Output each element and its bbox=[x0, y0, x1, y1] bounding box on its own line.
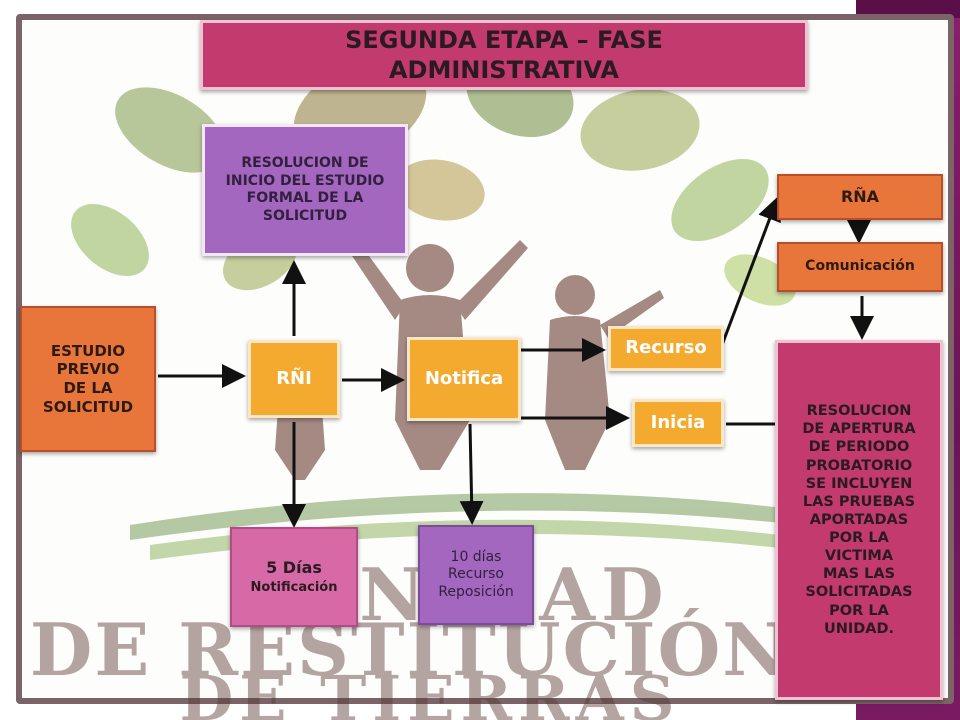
node-notifica: Notifica bbox=[407, 337, 521, 421]
node-rna: RÑA bbox=[777, 174, 943, 220]
node-resolucion-inicio: RESOLUCION DE INICIO DEL ESTUDIO FORMAL … bbox=[202, 124, 408, 256]
logo-text-line2: DE RESTITUCIÓN bbox=[30, 607, 790, 692]
arrow-notifica-to-10dias bbox=[459, 423, 484, 525]
cinco-dias-sublabel: Notificación bbox=[250, 579, 338, 595]
arrow-recurso-to-rna bbox=[720, 196, 781, 346]
node-estudio-previo: ESTUDIO PREVIO DE LA SOLICITUD bbox=[20, 306, 156, 452]
node-rni: RÑI bbox=[248, 340, 340, 418]
node-recurso: Recurso bbox=[608, 326, 724, 371]
side-strip-cap bbox=[856, 0, 960, 18]
node-inicia: Inicia bbox=[632, 399, 724, 447]
node-cinco-dias: 5 Días Notificación bbox=[230, 527, 358, 627]
cinco-dias-label: 5 Días bbox=[266, 557, 322, 577]
logo-text-line3: DE TIERRAS bbox=[180, 662, 681, 720]
node-resolucion-apertura: RESOLUCION DE APERTURA DE PERIODO PROBAT… bbox=[775, 340, 943, 700]
node-diez-dias: 10 días Recurso Reposición bbox=[418, 525, 534, 625]
page-title: SEGUNDA ETAPA – FASE ADMINISTRATIVA bbox=[200, 20, 808, 90]
node-comunicacion: Comunicación bbox=[777, 242, 943, 292]
